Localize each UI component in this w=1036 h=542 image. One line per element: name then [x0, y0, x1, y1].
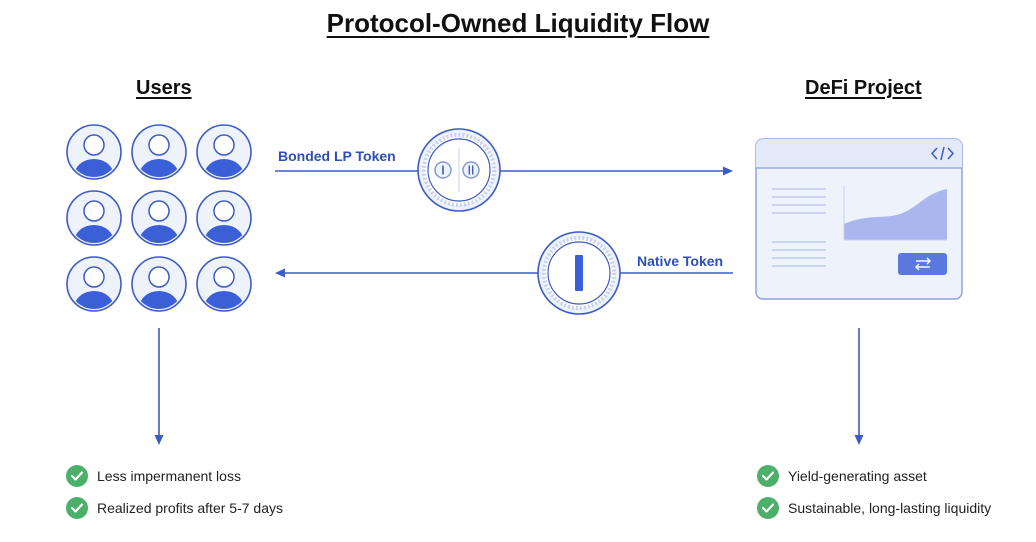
- bonded-lp-token-label: Bonded LP Token: [278, 148, 396, 164]
- users-heading: Users: [136, 77, 192, 99]
- swap-arrows-icon: [915, 257, 931, 271]
- user-avatar-icon: [67, 125, 121, 193]
- user-avatar-icon: [67, 257, 121, 325]
- users-benefit-item: Less impermanent loss: [66, 465, 241, 487]
- user-avatar-icon: [197, 125, 251, 193]
- defi-project-benefit-text: Yield-generating asset: [788, 468, 927, 484]
- users-benefit-text: Realized profits after 5-7 days: [97, 500, 283, 516]
- bonded-lp-token-arrow: [275, 166, 733, 176]
- defi-project-benefit-text: Sustainable, long-lasting liquidity: [788, 500, 992, 516]
- users-down-arrow: [154, 328, 164, 445]
- user-avatar-icon: [67, 191, 121, 259]
- code-icon: [930, 146, 955, 161]
- defi-project-down-arrow: [854, 328, 864, 445]
- placeholder-text-lines: [772, 188, 826, 267]
- check-circle-icon: [757, 497, 779, 519]
- native-token-coin-icon: [537, 231, 621, 315]
- check-circle-icon: [66, 465, 88, 487]
- users-benefit-text: Less impermanent loss: [97, 468, 241, 484]
- diagram-title: Protocol-Owned Liquidity Flow: [326, 8, 710, 38]
- swap-button: [898, 253, 947, 275]
- defi-project-benefit-item: Sustainable, long-lasting liquidity: [757, 497, 991, 519]
- bonded-lp-token-coin-icon: [417, 128, 501, 212]
- users-avatar-grid: [67, 125, 251, 325]
- user-avatar-icon: [132, 257, 186, 325]
- defi-project-heading: DeFi Project: [805, 77, 922, 99]
- user-avatar-icon: [197, 191, 251, 259]
- defi-project-window: [755, 138, 963, 300]
- users-benefit-item: Realized profits after 5-7 days: [66, 497, 283, 519]
- native-token-arrow: [275, 268, 733, 278]
- check-circle-icon: [757, 465, 779, 487]
- user-avatar-icon: [132, 125, 186, 193]
- user-avatar-icon: [132, 191, 186, 259]
- area-chart-icon: [843, 186, 947, 241]
- native-token-label: Native Token: [637, 253, 724, 269]
- user-avatar-icon: [197, 257, 251, 325]
- check-circle-icon: [66, 497, 88, 519]
- defi-project-benefit-item: Yield-generating asset: [757, 465, 927, 487]
